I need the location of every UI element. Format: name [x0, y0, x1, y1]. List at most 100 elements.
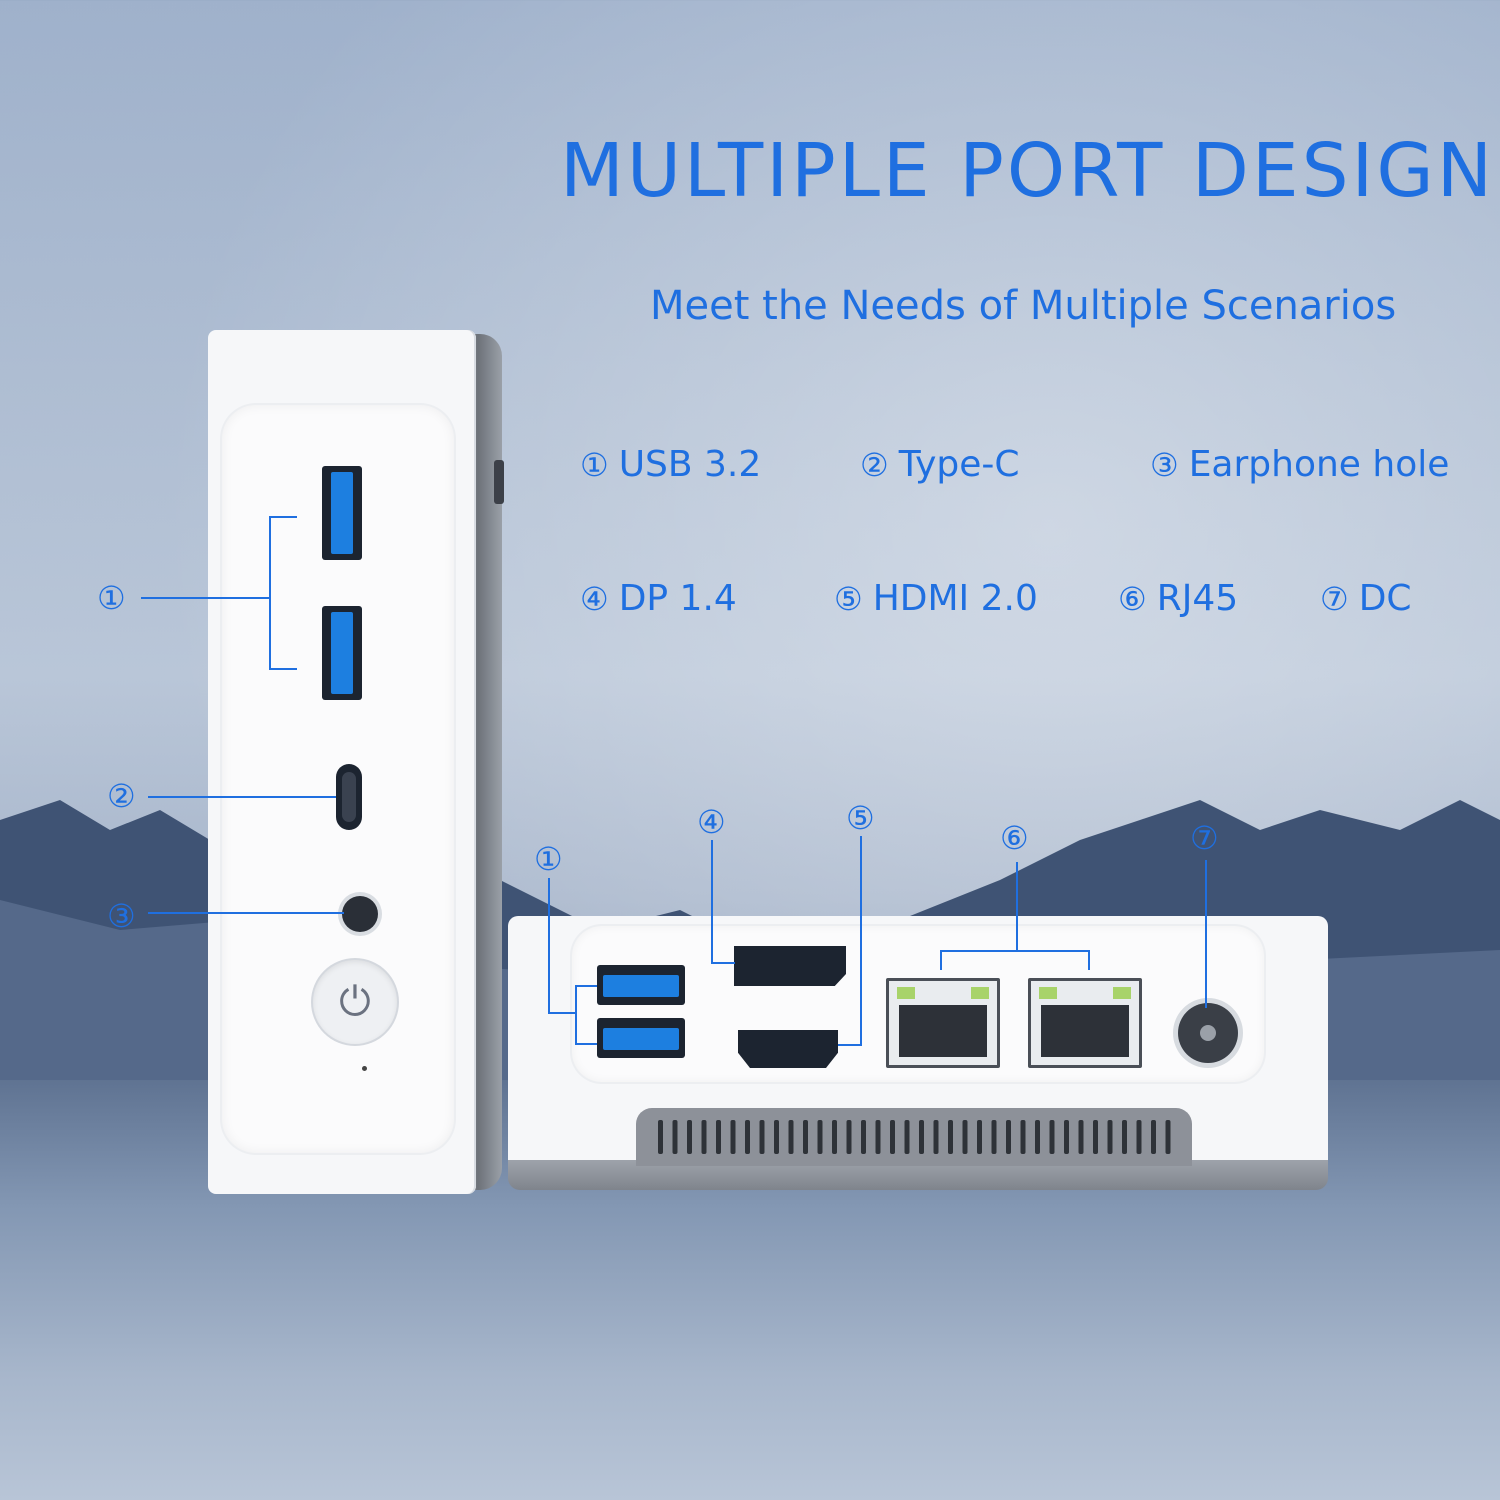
usb-port-front-2: [322, 606, 362, 700]
vent-slit: [774, 1120, 779, 1154]
vent-slit: [1049, 1120, 1055, 1154]
callout-line: [548, 878, 550, 1014]
callout-rear-dp: ④: [697, 803, 726, 841]
legend-label: DP 1.4: [618, 578, 737, 619]
vent-slit: [948, 1120, 953, 1154]
callout-bracket: [269, 516, 297, 518]
vent-slit: [1020, 1120, 1026, 1154]
power-icon: ⏻: [313, 960, 397, 1044]
callout-bracket: [940, 950, 942, 970]
callout-line: [1205, 860, 1207, 1008]
vent-slit: [730, 1120, 736, 1154]
legend-label: USB 3.2: [618, 444, 762, 485]
vent-slit: [687, 1120, 692, 1154]
usb-port-front-1: [322, 466, 362, 560]
callout-side-usb: ①: [97, 579, 126, 617]
vent-slit: [904, 1120, 910, 1154]
hdmi-port: [738, 1030, 838, 1068]
callout-bracket: [575, 1043, 597, 1045]
earphone-jack: [342, 896, 378, 932]
legend-label: DC: [1358, 578, 1412, 619]
vent-slit: [745, 1120, 750, 1154]
vent-slit: [1035, 1120, 1040, 1154]
callout-line: [838, 1044, 862, 1046]
usb-port-rear-2: [597, 1018, 685, 1058]
callout-bracket: [1088, 950, 1090, 970]
legend-number: ⑥: [1118, 580, 1147, 618]
legend-number: ⑤: [834, 580, 863, 618]
vent-slit: [890, 1120, 895, 1154]
vent-slit: [658, 1120, 663, 1154]
vent-slit: [788, 1120, 794, 1154]
vent-slit: [716, 1120, 721, 1154]
vent-slit: [1165, 1120, 1171, 1154]
legend-number: ②: [860, 446, 889, 484]
legend-label: RJ45: [1156, 578, 1239, 619]
vent-slit: [672, 1120, 678, 1154]
dc-power-jack: [1178, 1003, 1238, 1063]
legend-number: ④: [580, 580, 609, 618]
callout-line: [860, 836, 862, 1046]
rj45-port-2: [1028, 978, 1142, 1068]
callout-bracket: [269, 516, 271, 670]
vent-slit: [701, 1120, 707, 1154]
callout-line: [711, 962, 735, 964]
vent-slit: [1078, 1120, 1084, 1154]
rj45-port-1: [886, 978, 1000, 1068]
vent-slits: [658, 1120, 1171, 1154]
vent-slit: [933, 1120, 939, 1154]
vent-slit: [817, 1120, 823, 1154]
callout-rear-dc: ⑦: [1190, 819, 1219, 857]
page-subtitle: Meet the Needs of Multiple Scenarios: [650, 283, 1397, 329]
vent-slit: [1093, 1120, 1098, 1154]
callout-bracket: [575, 985, 597, 987]
callout-bracket: [575, 985, 577, 1045]
vent-slit: [1006, 1120, 1011, 1154]
vent-slit: [919, 1120, 924, 1154]
typec-port: [336, 764, 362, 830]
vent-slit: [832, 1120, 837, 1154]
vent-slit: [962, 1120, 968, 1154]
callout-line: [148, 796, 336, 798]
callout-line: [148, 912, 344, 914]
legend-label: HDMI 2.0: [872, 578, 1038, 619]
legend-label: Earphone hole: [1188, 444, 1450, 485]
displayport: [734, 946, 846, 986]
callout-line: [711, 840, 713, 964]
vent-slit: [1136, 1120, 1142, 1154]
vent-slit: [1122, 1120, 1127, 1154]
callout-rear-usb: ①: [534, 840, 563, 878]
vent-slit: [1064, 1120, 1069, 1154]
vent-slit: [759, 1120, 765, 1154]
device-side-tab: [494, 460, 504, 504]
callout-line: [1016, 862, 1018, 950]
legend-number: ①: [580, 446, 609, 484]
status-led: [362, 1066, 367, 1071]
legend-number: ⑦: [1320, 580, 1349, 618]
vent-slit: [875, 1120, 881, 1154]
vent-slit: [977, 1120, 982, 1154]
callout-side-typec: ②: [107, 777, 136, 815]
legend-label: Type-C: [898, 444, 1020, 485]
callout-line: [141, 597, 270, 599]
callout-bracket: [269, 668, 297, 670]
callout-rear-hdmi: ⑤: [846, 799, 875, 837]
page-title: MULTIPLE PORT DESIGNS: [560, 128, 1500, 214]
vent-slit: [1107, 1120, 1113, 1154]
vent-slit: [1151, 1120, 1156, 1154]
vent-slit: [861, 1120, 866, 1154]
callout-side-earphone: ③: [107, 897, 136, 935]
vent-slit: [803, 1120, 808, 1154]
callout-bracket: [940, 950, 1090, 952]
legend-number: ③: [1150, 446, 1179, 484]
vent-slit: [846, 1120, 852, 1154]
vent-grille: [636, 1108, 1192, 1166]
usb-port-rear-1: [597, 965, 685, 1005]
